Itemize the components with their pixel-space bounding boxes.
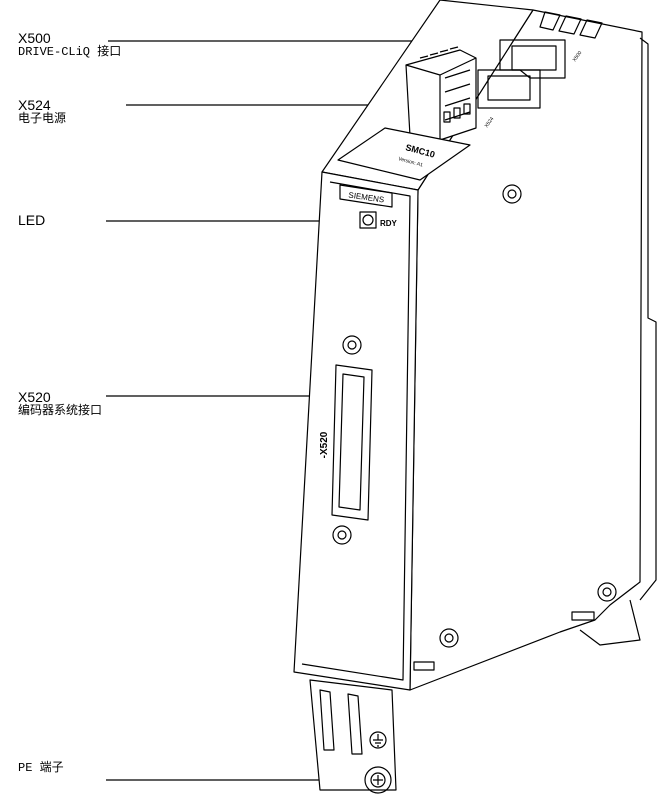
x520-dsub-inner [338,373,365,511]
callout-x520-subtitle: 编码器系统接口 [18,404,103,419]
callout-x524-subtitle: 电子电源 [18,112,67,127]
side-slot-2 [413,661,435,671]
second-socket [477,69,541,109]
x520-lower-screw-hole [337,530,347,540]
x520-upper-screw-hole [347,340,357,350]
led-icon [362,214,374,226]
callout-x500-subtitle: DRIVE-CLiQ 接口 [18,45,122,60]
x500-socket-inner [511,45,557,71]
callout-pe-title: PE 端子 [18,761,64,775]
brand-badge [339,184,393,208]
x524-plug-front [405,57,477,140]
rating-plate [337,127,471,181]
x520-lower-screw [332,525,352,545]
pe-screw-inner [370,772,386,788]
x524-top-screws [419,46,459,59]
side-screw-1 [502,184,522,204]
callout-x520: X520 编码器系统接口 [18,389,102,419]
top-connector-label-2: X500 [572,50,584,63]
side-screw-2-hole [602,587,612,597]
side-screw-1-hole [507,189,517,199]
x524-terminals [444,69,471,121]
led-housing [359,211,377,229]
side-screw-3-hole [444,633,454,643]
callout-x524-title: X524 [18,97,51,113]
callout-led-title: LED [18,212,46,228]
callout-x500: X500 DRIVE-CLiQ 接口 [18,30,121,60]
rear-bracket [639,37,657,601]
x524-pin-3 [463,103,471,115]
callout-x524: X524 电子电源 [18,97,66,127]
callout-pe: PE 端子 [18,761,64,776]
side-screw-2 [597,582,617,602]
x524-pin-2 [453,107,461,119]
rear-bracket-lower [579,599,641,646]
side-panel [409,9,643,691]
callout-x500-title: X500 [18,30,51,46]
top-vents [539,11,603,39]
callout-x520-title: X520 [18,389,51,405]
second-socket-inner [487,75,531,101]
pe-screw-cross [373,775,383,785]
top-connector-label-1: X524 [484,116,496,129]
side-screw-3 [439,628,459,648]
callout-led: LED [18,212,45,228]
ground-symbol-icon [369,731,387,749]
x520-dsub-shell [331,364,373,521]
x520-upper-screw [342,335,362,355]
ground-symbol-lines [373,734,383,747]
pe-screw-icon [364,766,392,794]
pe-bracket-slots [319,689,363,755]
led-label: RDY [380,219,398,228]
front-face-inner [301,181,411,681]
connector-label: -X520 [319,431,330,458]
x524-pin-1 [443,111,451,123]
side-slot-1 [571,611,595,621]
